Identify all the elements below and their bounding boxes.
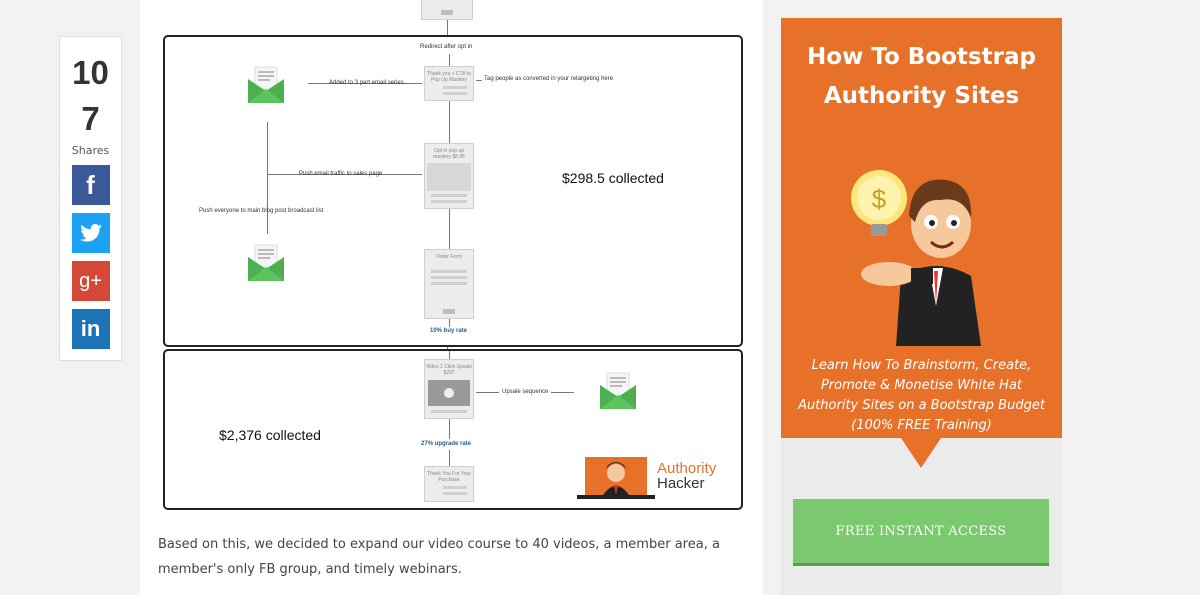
thank-you-purchase-card: Thank You For Your Purchase xyxy=(424,466,474,502)
sidebar-optin-widget: How To Bootstrap Authority Sites $ Learn… xyxy=(781,18,1062,595)
share-count-label: Shares xyxy=(71,144,110,157)
upsell-card: Video 1 Click Upsale $297 xyxy=(424,359,474,419)
authority-hacker-wordmark: Authority Hacker xyxy=(657,460,717,492)
collected-amount-2: $2,376 collected xyxy=(219,427,321,443)
google-plus-share-button[interactable]: g+ xyxy=(71,261,110,301)
email-envelope-icon xyxy=(248,66,284,103)
added-series-note: Added to 3 part email series xyxy=(329,80,404,86)
businessman-lightbulb-illustration: $ xyxy=(851,170,981,346)
email-envelope-icon xyxy=(600,372,636,409)
collected-amount-1: $298.5 collected xyxy=(562,170,664,186)
linkedin-share-button[interactable]: in xyxy=(71,309,110,349)
svg-text:$: $ xyxy=(872,184,887,214)
linkedin-icon: in xyxy=(80,316,101,341)
article-paragraph: Based on this, we decided to expand our … xyxy=(158,537,720,577)
promo-description: Learn How To Brainstorm, Create, Promote… xyxy=(798,358,1045,433)
funnel-panel-upsell: Video 1 Click Upsale $297 Upsale sequenc… xyxy=(163,349,743,510)
funnel-diagram: Redirect after opt in Thank you + CTA to… xyxy=(163,0,745,510)
share-bar: 107 Shares f g+ in xyxy=(59,36,122,361)
twitter-share-button[interactable] xyxy=(71,213,110,253)
order-form-card: Order Form xyxy=(424,249,474,319)
optin-card: Opt in pop up mastery $8.95 xyxy=(424,143,474,209)
tag-note: Tag people as converted in your retarget… xyxy=(484,76,614,82)
push-blog-note: Push everyone to main blog post broadcas… xyxy=(199,208,324,214)
promo-title: How To Bootstrap Authority Sites xyxy=(807,44,1036,109)
google-plus-icon: g+ xyxy=(79,269,102,292)
upsale-sequence-note: Upsale sequence xyxy=(499,389,552,395)
buy-rate-label: 10% buy rate xyxy=(430,328,468,334)
share-count: 107 xyxy=(72,54,109,137)
funnel-panel-optin: Redirect after opt in Thank you + CTA to… xyxy=(163,35,743,347)
article-content: Redirect after opt in Thank you + CTA to… xyxy=(140,0,763,595)
thankyou-card: Thank you + CTA to Pop Up Mastery xyxy=(424,66,474,101)
push-email-note: Push email traffic to sales page xyxy=(299,171,383,177)
email-envelope-icon xyxy=(248,244,284,281)
funnel-card-top xyxy=(421,0,473,20)
twitter-bird-icon xyxy=(79,224,102,242)
facebook-share-button[interactable]: f xyxy=(71,165,110,205)
upgrade-rate-label: 27% upgrade rate xyxy=(421,441,472,447)
free-instant-access-button[interactable]: FREE INSTANT ACCESS xyxy=(793,499,1049,566)
authority-hacker-logo xyxy=(577,457,655,499)
facebook-icon: f xyxy=(86,169,95,200)
redirect-note: Redirect after opt in xyxy=(420,44,473,50)
